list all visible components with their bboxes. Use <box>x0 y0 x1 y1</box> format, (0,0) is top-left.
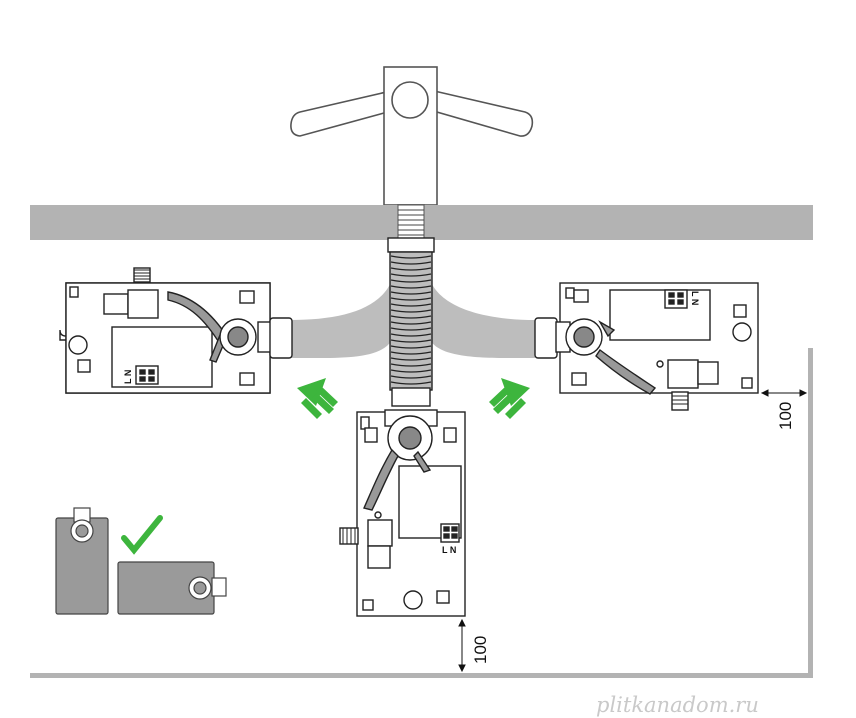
hose-ridge <box>390 369 432 373</box>
dimension-right <box>760 389 808 397</box>
hose-ridge <box>390 327 432 331</box>
watermark-text: plitkanadom.ru <box>596 693 759 717</box>
left-unit-terminal-label: L N <box>123 370 133 384</box>
hose-ridge <box>390 255 432 259</box>
center-unit-terminal-label: L N <box>442 545 456 555</box>
water-heater-right <box>534 282 759 411</box>
right-unit-terminal-label: L N <box>690 291 700 305</box>
hose-ridge <box>390 291 432 295</box>
hose-ridge <box>390 285 432 289</box>
orientation-example <box>55 507 227 615</box>
hose-ridge <box>390 351 432 355</box>
arrow-right-icon <box>489 378 530 419</box>
checkmark-icon <box>121 515 163 555</box>
hose-ridge <box>390 261 432 265</box>
hose-ridge <box>390 381 432 385</box>
hose-ridge <box>390 315 432 319</box>
arrow-left-icon <box>297 378 338 419</box>
hose-ridge <box>390 321 432 325</box>
hose-ridge <box>390 357 432 361</box>
hose-ridge <box>390 267 432 271</box>
water-heater-center <box>339 409 466 617</box>
hose-ridge <box>390 303 432 307</box>
hose-ridge <box>390 375 432 379</box>
bottom-clearance-value: 100 <box>471 636 490 664</box>
hose-ridge <box>390 279 432 283</box>
right-clearance-value: 100 <box>776 402 795 430</box>
clearance-walls <box>30 348 813 678</box>
hose-ridge <box>390 339 432 343</box>
flex-hoses <box>290 237 535 407</box>
hose-ridge <box>390 345 432 349</box>
hose-ridge <box>390 273 432 277</box>
dimension-bottom <box>458 618 466 673</box>
hose-ridge <box>390 363 432 367</box>
hose-ridge <box>390 309 432 313</box>
water-heater-left <box>59 267 293 394</box>
hose-ridge <box>390 297 432 301</box>
hose-ridge <box>390 333 432 337</box>
